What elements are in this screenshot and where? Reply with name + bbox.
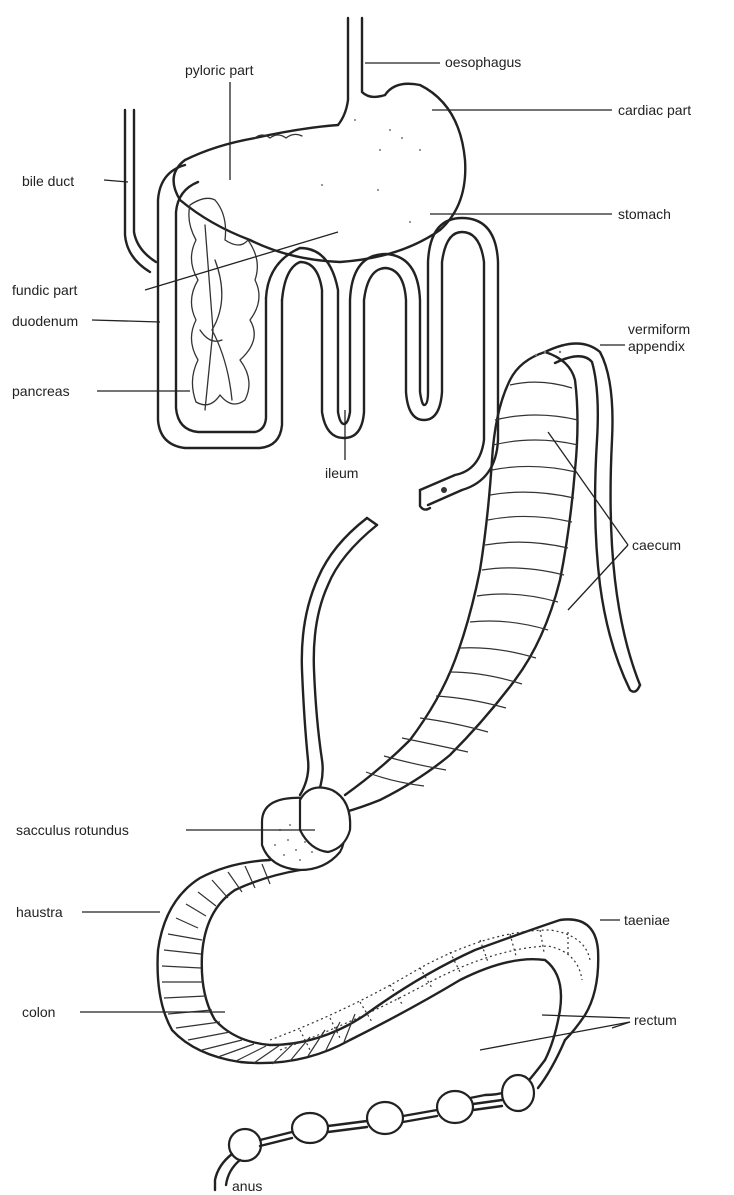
label-rectum: rectum [634, 1012, 677, 1028]
leader-lines [80, 63, 630, 1050]
label-fundic-part: fundic part [12, 282, 77, 298]
label-vermiform-appendix-line1: vermiform [628, 321, 690, 337]
label-anus: anus [232, 1178, 262, 1194]
label-caecum: caecum [632, 537, 681, 553]
label-vermiform-appendix-line2: appendix [628, 338, 685, 354]
label-duodenum: duodenum [12, 313, 78, 329]
ileum-continuation [300, 518, 377, 800]
bile-duct [125, 110, 156, 272]
label-colon: colon [22, 1004, 55, 1020]
stomach [174, 84, 466, 262]
ileum [266, 218, 498, 510]
sacculus-rotundus [262, 788, 350, 870]
label-haustra: haustra [16, 904, 63, 920]
label-stomach: stomach [618, 206, 671, 222]
caecum [345, 352, 578, 812]
label-cardiac-part: cardiac part [618, 102, 691, 118]
colon [158, 860, 599, 1090]
label-pyloric-part: pyloric part [185, 62, 254, 78]
rectum [215, 1075, 534, 1190]
label-taeniae: taeniae [624, 912, 670, 928]
pancreas [189, 198, 259, 410]
oesophagus [338, 18, 385, 125]
label-ileum: ileum [325, 465, 358, 481]
label-pancreas: pancreas [12, 383, 70, 399]
label-oesophagus: oesophagus [445, 54, 521, 70]
label-sacculus-rotundus: sacculus rotundus [16, 822, 129, 838]
label-bile-duct: bile duct [22, 173, 74, 189]
